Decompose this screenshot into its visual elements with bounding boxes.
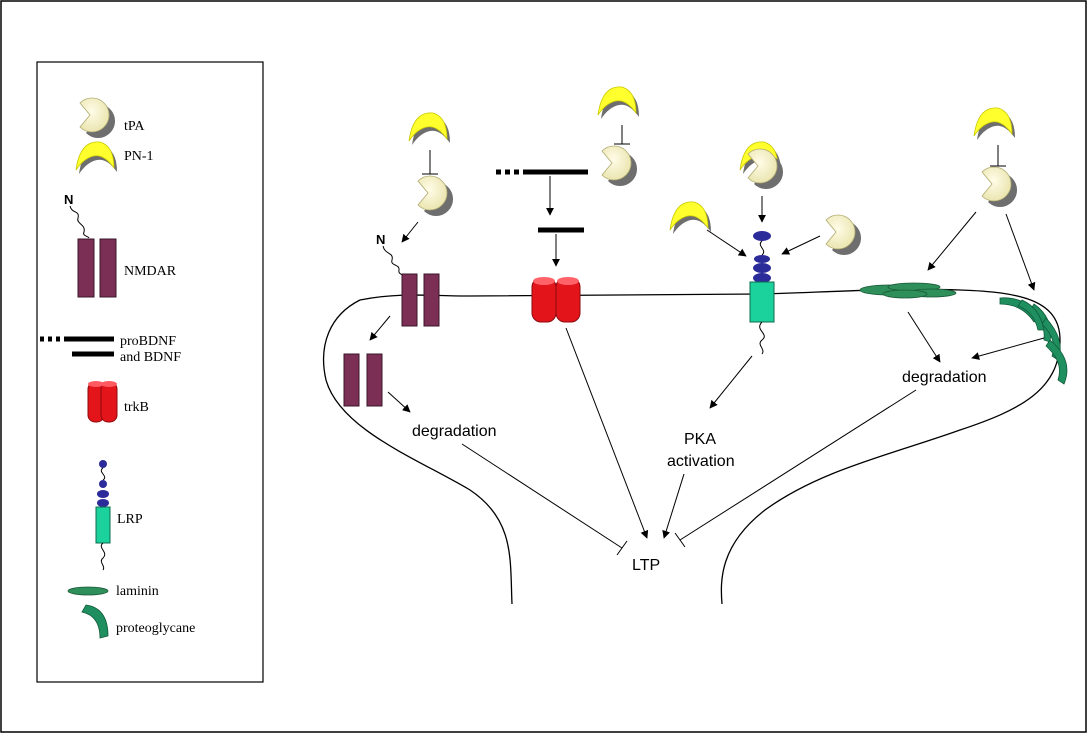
lrp-receptor <box>749 231 775 355</box>
legend-bdnf-label: and BDNF <box>120 350 181 365</box>
legend-tpa-label: tPA <box>124 119 145 134</box>
arrow-trkb-to-ltp <box>565 327 649 539</box>
inhibit-nmdar-degradation-ltp <box>461 443 623 549</box>
nmdar-degradation-label: degradation <box>412 423 497 440</box>
trkb-receptor <box>531 277 581 323</box>
arrow-tpa-to-lrp <box>781 235 821 255</box>
arrow-nmdar-internalize <box>369 315 391 341</box>
pka-label: PKA <box>684 431 716 448</box>
nmdar-receptor <box>401 273 440 327</box>
arrow-pka-to-ltp <box>662 473 685 539</box>
arrow-laminin-to-degradation <box>907 311 941 363</box>
arrow-nmdar-degradation <box>387 391 411 413</box>
nmdar-internalized <box>343 353 383 407</box>
arrow-proteoglycane-to-degradation <box>971 337 1045 360</box>
laminin-cluster <box>859 282 957 299</box>
legend-proteoglycane-label: proteoglycane <box>116 621 195 636</box>
legend-probdnf-label: proBDNF <box>120 334 176 349</box>
legend-pn1-label: PN-1 <box>124 149 154 164</box>
inhibit-ecm-degradation-ltp <box>679 389 917 541</box>
legend-trkb-icon <box>87 381 118 423</box>
legend-trkb-label: trkB <box>124 400 149 415</box>
legend-nmdar-label: NMDAR <box>124 264 177 279</box>
legend-box: tPA PN-1 N NMDAR proBDNF and BDNF trkB <box>36 61 264 683</box>
legend-lrp-icon <box>95 460 111 571</box>
arrow-lrp-to-pka <box>709 355 753 409</box>
arrow-tpa-to-proteoglycane <box>1005 213 1036 291</box>
ltp-label: LTP <box>632 557 660 574</box>
pka-activation-label: activation <box>667 453 735 470</box>
nmdar-n-terminal: N <box>376 232 385 247</box>
arrow-tpa-to-nmdar <box>401 221 419 243</box>
legend-laminin-icon <box>67 586 109 596</box>
svg-text:N: N <box>64 192 73 207</box>
legend-laminin-label: laminin <box>116 584 159 599</box>
proteoglycane-cluster <box>999 297 1068 385</box>
arrow-tpa-to-laminin <box>927 211 977 271</box>
arrow-pn1-to-lrp <box>706 229 747 257</box>
legend-nmdar-icon: N <box>64 192 117 298</box>
ecm-degradation-label: degradation <box>902 369 987 386</box>
legend-proteoglycane-icon <box>81 604 109 639</box>
legend-lrp-label: LRP <box>117 512 143 527</box>
legend-bdnf-icon <box>40 336 114 357</box>
